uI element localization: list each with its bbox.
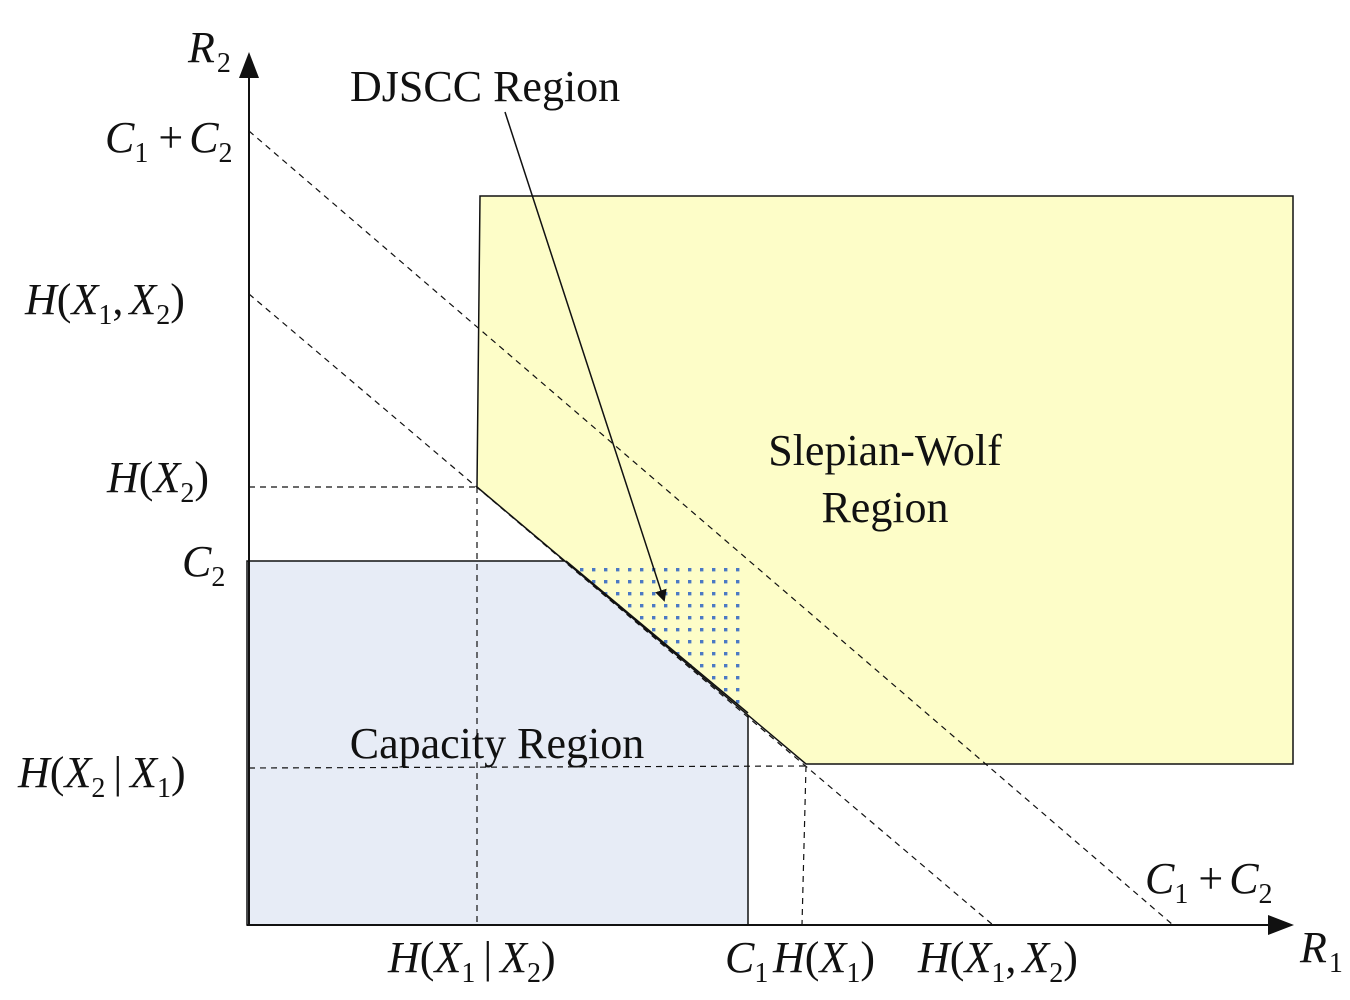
x-axis-arrow	[1268, 915, 1294, 935]
slepian-wolf-label-line1: Slepian-Wolf	[768, 426, 1002, 475]
joint-entropy-line	[248, 293, 994, 926]
h-x1-guide	[801, 765, 807, 926]
y-axis-arrow	[239, 52, 259, 78]
y-axis-label: R2	[187, 23, 231, 79]
sum-capacity-line	[248, 130, 1174, 926]
x-label-joint-entropy: H(X1,X2)	[917, 933, 1078, 989]
y-label-c1-plus-c2: C1+C2	[105, 113, 233, 169]
djscc-pointer-arrow	[504, 111, 667, 602]
h-x2-given-x1-guide	[248, 765, 807, 769]
x-label-h-x1: H(X1)	[772, 933, 875, 989]
y-label-c2: C2	[182, 537, 225, 593]
dashed-guides	[248, 130, 1174, 926]
x-label-c1: C1	[725, 933, 768, 989]
djscc-region-label: DJSCC Region	[350, 62, 620, 111]
djscc-region-edge	[565, 560, 749, 714]
capacity-region-label: Capacity Region	[350, 719, 645, 768]
slepian-wolf-label-line2: Region	[821, 483, 948, 532]
x-label-c1-plus-c2: C1+C2	[1145, 854, 1273, 910]
y-label-h-x2-given-x1: H(X2|X1)	[17, 748, 186, 804]
x-label-h-x1-given-x2: H(X1|X2)	[387, 933, 556, 989]
x-axis-label: R1	[1299, 923, 1343, 979]
y-label-joint-entropy: H(X1,X2)	[24, 275, 185, 331]
y-label-h-x2: H(X2)	[106, 453, 209, 509]
